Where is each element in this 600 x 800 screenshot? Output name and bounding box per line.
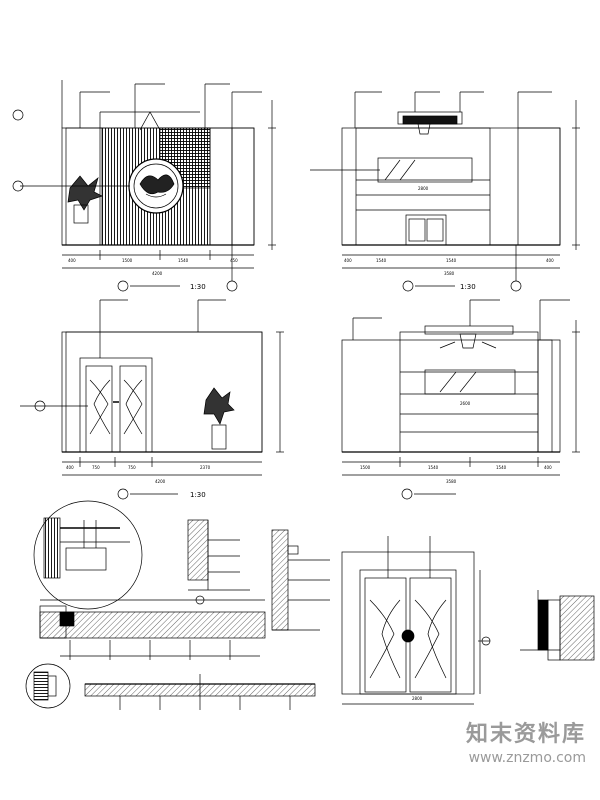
dim-tr-total: 3580 — [444, 271, 455, 276]
watermark-url: www.znzmo.com — [468, 750, 586, 766]
dim-mr-1: 1500 — [360, 465, 371, 470]
dim-mr-total: 3580 — [446, 479, 457, 484]
dim-tr-1: 400 — [344, 258, 352, 263]
dim-mr-4: 400 — [544, 465, 552, 470]
site-watermark: 知末资料库 www.znzmo.com — [466, 716, 586, 766]
section-slab-top — [39, 599, 266, 660]
dim-ml-1: 400 — [66, 465, 74, 470]
scale-top-left: 1:30 — [190, 283, 206, 291]
detail-circle-callout — [33, 500, 143, 610]
cabinet — [405, 214, 447, 246]
double-glass-door — [79, 357, 153, 453]
dim-ml-3: 750 — [128, 465, 136, 470]
dim-ml-total: 4200 — [155, 479, 166, 484]
dim-glass-width: 2600 — [460, 401, 471, 406]
dim-tr-4: 400 — [546, 258, 554, 263]
dim-tl-1: 400 — [68, 258, 76, 263]
dim-cabinet-width: 2800 — [412, 696, 423, 701]
dim-tl-total: 4200 — [152, 271, 163, 276]
dim-tr-3: 1540 — [446, 258, 457, 263]
dim-ml-4: 2370 — [200, 465, 211, 470]
dim-mr-3: 1540 — [496, 465, 507, 470]
scale-top-right: 1:30 — [460, 283, 476, 291]
glass-panel — [424, 369, 516, 395]
dim-tl-3: 1540 — [178, 258, 189, 263]
wall-section-3 — [520, 590, 595, 661]
scale-middle: 1:30 — [190, 491, 206, 499]
elevation-middle-right — [341, 299, 580, 500]
potted-plant — [67, 175, 103, 224]
wall-section-2 — [271, 529, 330, 631]
detail-small-circle — [25, 663, 71, 709]
wall-section-1 — [187, 519, 250, 605]
section-slab-bottom — [84, 674, 316, 710]
elevation-middle-left — [20, 299, 284, 500]
dim-tl-2: 1500 — [122, 258, 133, 263]
dim-tl-4: 450 — [230, 258, 238, 263]
door-elevation-detail — [341, 536, 491, 705]
dim-ml-2: 750 — [92, 465, 100, 470]
potted-plant — [203, 387, 235, 450]
elevation-top-left — [12, 80, 276, 292]
dim-tr-2: 1540 — [376, 258, 387, 263]
dim-mr-2: 1540 — [428, 465, 439, 470]
watermark-title: 知末资料库 — [465, 722, 586, 747]
dim-mirror-width: 2800 — [418, 186, 429, 191]
elevation-top-right — [310, 91, 580, 292]
